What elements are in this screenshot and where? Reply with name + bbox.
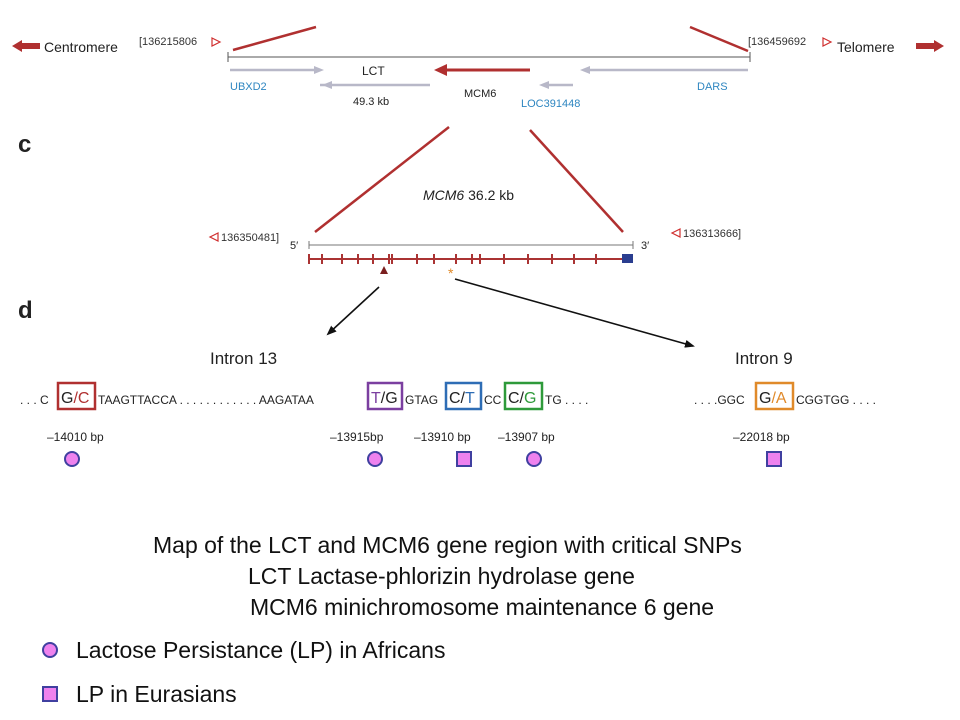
left-coordinate-c-marker-icon	[208, 232, 219, 242]
intron13-sequence: . . . C G/C TAAGTTACCA . . . . . . . . .…	[20, 381, 588, 411]
position-label-13907: –13907 bp	[498, 430, 555, 444]
centromere-arrow-icon	[12, 40, 40, 52]
gene-arrow-loc391448	[539, 81, 573, 89]
svg-text:. . . .GGC: . . . .GGC	[694, 393, 745, 407]
intron9-label: Intron 9	[735, 349, 793, 368]
telomere-label: Telomere	[837, 39, 895, 55]
panel-d-letter: d	[18, 297, 33, 324]
svg-text:. . . C: . . . C	[20, 393, 49, 407]
legend-africans-label: Lactose Persistance (LP) in Africans	[76, 636, 446, 663]
gene-label-lct: LCT	[362, 64, 385, 78]
snp-allele-13910: C/T	[449, 390, 475, 407]
three-prime-label: 3′	[641, 240, 649, 252]
gene-arrow-dars	[580, 66, 748, 74]
svg-text:CC: CC	[484, 393, 502, 407]
caption-line-3: MCM6 minichromosome maintenance 6 gene	[250, 594, 715, 620]
svg-text:TAAGTTACCA . . . . . . . . . .: TAAGTTACCA . . . . . . . . . . . . AAGAT…	[98, 393, 314, 407]
position-label-22018: –22018 bp	[733, 430, 790, 444]
centromere-label: Centromere	[44, 39, 118, 55]
right-coordinate-c: 136313666]	[683, 228, 741, 240]
left-coordinate: [136215806	[139, 36, 197, 48]
position-label-13910: –13910 bp	[414, 430, 471, 444]
arrow-to-intron9	[454, 278, 695, 348]
position-label-13915: –13915bp	[330, 430, 384, 444]
legend-eurasians-label: LP in Eurasians	[76, 680, 237, 707]
zoom-line-top-left	[232, 25, 317, 52]
svg-text:TG . . . .: TG . . . .	[545, 393, 588, 407]
africans-marker-13915	[367, 451, 383, 467]
gene-arrow-mcm6	[434, 64, 530, 76]
intron9-star-icon: *	[448, 265, 454, 281]
snp-box-13915	[366, 381, 404, 411]
mcm6-gene-structure	[308, 254, 633, 264]
position-label-14010: –14010 bp	[47, 430, 104, 444]
gene-map-diagram: Centromere [136215806 [136459692 Telomer…	[12, 25, 944, 467]
gene-label-mcm6: MCM6	[464, 88, 496, 100]
snp-box-22018	[754, 381, 795, 411]
snp-allele-22018: G/A	[759, 390, 787, 407]
gene-label-ubxd2: UBXD2	[230, 81, 267, 93]
gene-arrow-ubxd2	[230, 66, 324, 74]
circle-icon	[42, 642, 58, 658]
eurasians-marker-13910	[456, 451, 472, 467]
gene-label-dars: DARS	[697, 81, 728, 93]
intron13-marker-icon	[380, 266, 388, 274]
right-coordinate: [136459692	[748, 36, 806, 48]
left-coordinate-c: 136350481]	[221, 232, 279, 244]
gene-arrow-lct	[320, 81, 430, 89]
legend-eurasians: LP in Eurasians	[42, 681, 237, 707]
right-coordinate-c-marker-icon	[670, 228, 681, 238]
zoom-line-c-right	[529, 129, 624, 233]
snp-allele-14010: G/C	[61, 390, 89, 407]
five-prime-label: 5′	[290, 240, 298, 252]
snp-allele-13907: C/G	[508, 390, 536, 407]
zoom-line-c-left	[314, 126, 450, 233]
panel-c-letter: c	[18, 131, 31, 158]
intron9-sequence: . . . .GGC G/A CGGTGG . . . .	[694, 381, 876, 411]
gene-label-loc391448: LOC391448	[521, 98, 580, 110]
snp-box-13910	[444, 381, 483, 411]
mcm6-title: MCM6 36.2 kb	[423, 187, 514, 203]
arrow-to-intron13	[326, 286, 380, 336]
svg-text:GTAG: GTAG	[405, 393, 438, 407]
africans-marker-13907	[526, 451, 542, 467]
caption-line-2: LCT Lactase-phlorizin hydrolase gene	[248, 563, 635, 589]
zoom-line-top-right	[689, 25, 749, 53]
right-coordinate-marker-icon	[822, 37, 833, 47]
square-icon	[42, 686, 58, 702]
lct-size-label: 49.3 kb	[353, 96, 389, 108]
telomere-arrow-icon	[916, 40, 944, 52]
legend-africans: Lactose Persistance (LP) in Africans	[42, 637, 445, 663]
snp-allele-13915: T/G	[371, 390, 398, 407]
africans-marker-14010	[64, 451, 80, 467]
caption-line-1: Map of the LCT and MCM6 gene region with…	[153, 532, 742, 558]
svg-text:CGGTGG . . . .: CGGTGG . . . .	[796, 393, 876, 407]
snp-box-14010	[56, 381, 97, 411]
eurasians-marker-22018	[766, 451, 782, 467]
snp-box-13907	[503, 381, 544, 411]
left-coordinate-marker-icon	[211, 37, 222, 47]
intron13-label: Intron 13	[210, 349, 277, 368]
